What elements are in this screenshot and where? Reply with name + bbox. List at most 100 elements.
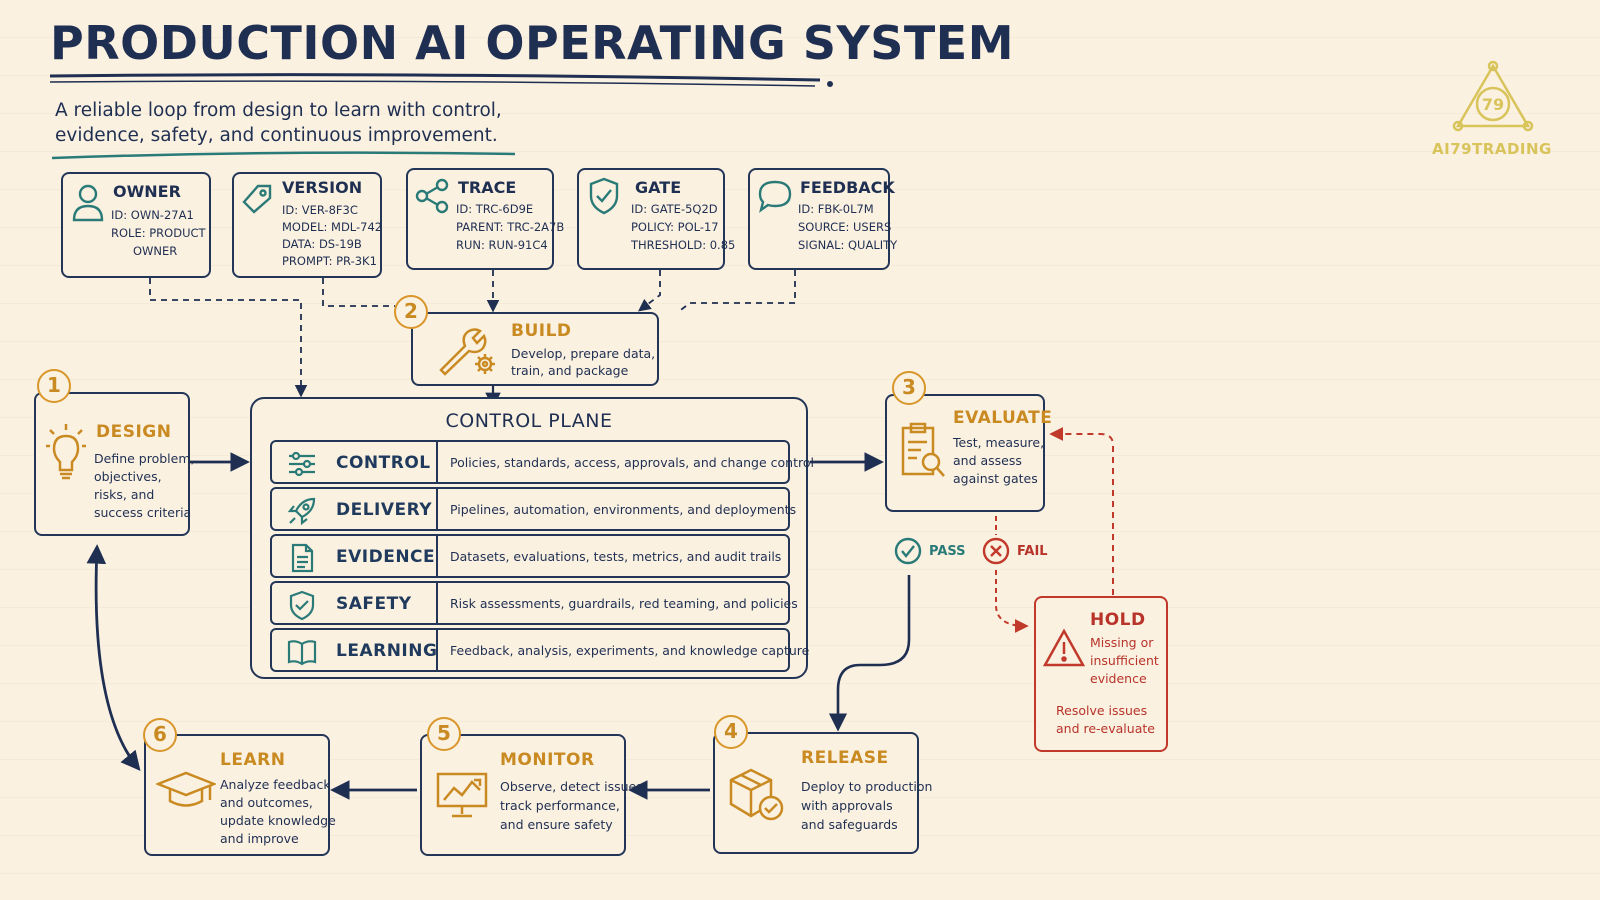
gate-card-line: ID: GATE-5Q2D xyxy=(631,202,718,216)
hold-desc-line: Missing or xyxy=(1090,635,1154,650)
control-plane-row-label: CONTROL xyxy=(336,453,431,473)
feedback-card-line: SOURCE: USERS xyxy=(798,220,892,234)
evaluate-step[interactable]: EVALUATE Test, measure, and assess again… xyxy=(885,394,1052,512)
shield-check-icon xyxy=(289,590,315,621)
clipboard-search-icon xyxy=(901,422,945,477)
learn-desc-line: update knowledge xyxy=(220,813,336,828)
feedback-card-title: FEEDBACK xyxy=(800,178,895,197)
pass-label: PASS xyxy=(929,544,966,559)
release-desc-line: Deploy to production xyxy=(801,779,933,794)
control-plane-row-learning[interactable]: LEARNING Feedback, analysis, experiments… xyxy=(270,628,809,672)
control-plane-row-label: DELIVERY xyxy=(336,500,433,520)
fail-x-icon xyxy=(982,537,1010,565)
monitor-desc-line: and ensure safety xyxy=(500,817,613,832)
design-desc-line: objectives, xyxy=(94,469,162,484)
build-title: BUILD xyxy=(511,321,572,341)
build-step[interactable]: BUILD Develop, prepare data, train, and … xyxy=(411,312,659,386)
trace-card-line: ID: TRC-6D9E xyxy=(456,202,534,216)
owner-card-line: ID: OWN-27A1 xyxy=(111,208,194,222)
graduation-cap-icon xyxy=(156,771,216,807)
step-badge-5: 5 xyxy=(427,717,461,751)
pass-check-icon xyxy=(894,537,922,565)
feedback-card-line: SIGNAL: QUALITY xyxy=(798,238,898,252)
feedback-connector xyxy=(677,270,796,313)
control-plane-row-control[interactable]: CONTROL Policies, standards, access, app… xyxy=(270,440,814,484)
learn-desc-line: and outcomes, xyxy=(220,795,313,810)
version-card-line: DATA: DS-19B xyxy=(282,237,362,251)
release-step[interactable]: RELEASE Deploy to production with approv… xyxy=(713,732,932,854)
control-plane-row-delivery[interactable]: DELIVERY Pipelines, automation, environm… xyxy=(270,487,796,531)
hold-box[interactable]: HOLD Missing or insufficient evidence Re… xyxy=(1034,596,1168,752)
monitor-desc-line: track performance, xyxy=(500,798,620,813)
evaluate-desc-line: against gates xyxy=(953,471,1038,486)
rocket-icon xyxy=(287,497,316,526)
owner-card-title: OWNER xyxy=(113,182,181,201)
monitor-title: MONITOR xyxy=(500,750,595,770)
subtitle-line-2: evidence, safety, and continuous improve… xyxy=(55,125,498,146)
control-plane-row-safety[interactable]: SAFETY Risk assessments, guardrails, red… xyxy=(270,581,798,625)
evaluate-title: EVALUATE xyxy=(953,408,1053,428)
control-plane-row-desc: Risk assessments, guardrails, red teamin… xyxy=(450,596,798,611)
step-badge-3: 3 xyxy=(892,371,926,405)
tag-icon xyxy=(242,184,272,214)
hold-action-line: Resolve issues xyxy=(1056,703,1148,718)
control-plane-row-label: LEARNING xyxy=(336,641,438,661)
package-check-icon xyxy=(729,768,784,821)
hold-desc-line: evidence xyxy=(1090,671,1147,686)
sliders-icon xyxy=(289,451,315,477)
step-badge-2: 2 xyxy=(394,295,428,329)
learn-step[interactable]: LEARN Analyze feedback and outcomes, upd… xyxy=(144,734,336,856)
trace-card-line: PARENT: TRC-2A7B xyxy=(456,220,565,234)
trace-card[interactable]: TRACE ID: TRC-6D9E PARENT: TRC-2A7B RUN:… xyxy=(406,168,564,270)
design-desc-line: risks, and xyxy=(94,487,155,502)
feedback-card-line: ID: FBK-0L7M xyxy=(798,202,874,216)
control-plane-row-desc: Feedback, analysis, experiments, and kno… xyxy=(450,643,810,658)
share-icon xyxy=(415,178,449,214)
step-badge-4: 4 xyxy=(714,715,748,749)
document-icon xyxy=(291,543,314,573)
version-card-line: MODEL: MDL-742 xyxy=(282,220,383,234)
release-title: RELEASE xyxy=(801,748,889,768)
step-badge-6: 6 xyxy=(143,718,177,752)
evaluate-desc-line: Test, measure, xyxy=(953,435,1045,450)
release-desc-line: and safeguards xyxy=(801,817,898,832)
fail-label: FAIL xyxy=(1017,544,1048,559)
shield-check-icon xyxy=(589,177,619,215)
trace-card-title: TRACE xyxy=(458,178,517,197)
monitor-step[interactable]: MONITOR Observe, detect issues, track pe… xyxy=(420,734,647,856)
version-card[interactable]: VERSION ID: VER-8F3C MODEL: MDL-742 DATA… xyxy=(232,172,382,278)
gate-card-title: GATE xyxy=(635,178,682,197)
brand-logo-number: 79 xyxy=(1482,95,1504,114)
release-desc-line: with approvals xyxy=(801,798,893,813)
design-step[interactable]: DESIGN Define problem, objectives, risks… xyxy=(34,392,194,536)
design-desc-line: success criteria xyxy=(94,505,192,520)
page-title: PRODUCTION AI OPERATING SYSTEM xyxy=(50,16,1014,70)
learn-desc-line: Analyze feedback xyxy=(220,777,331,792)
gate-connector xyxy=(637,270,661,312)
step-badge-1: 1 xyxy=(37,369,71,403)
trace-card-line: RUN: RUN-91C4 xyxy=(456,238,548,252)
gate-card[interactable]: GATE ID: GATE-5Q2D POLICY: POL-17 THRESH… xyxy=(577,168,735,270)
feedback-card[interactable]: FEEDBACK ID: FBK-0L7M SOURCE: USERS SIGN… xyxy=(748,168,897,270)
build-desc-line: Develop, prepare data, xyxy=(511,346,656,361)
design-title: DESIGN xyxy=(96,422,172,442)
subtitle-line-1: A reliable loop from design to learn wit… xyxy=(55,100,502,121)
warning-icon xyxy=(1042,628,1086,667)
version-card-line: ID: VER-8F3C xyxy=(282,203,358,217)
control-plane-row-label: EVIDENCE xyxy=(336,547,436,567)
owner-connector xyxy=(149,278,308,398)
monitor-chart-icon xyxy=(436,772,488,818)
owner-card[interactable]: OWNER ID: OWN-27A1 ROLE: PRODUCT OWNER xyxy=(61,172,211,278)
control-plane-row-evidence[interactable]: EVIDENCE Datasets, evaluations, tests, m… xyxy=(270,534,790,578)
lightbulb-icon xyxy=(46,424,86,480)
book-icon xyxy=(287,640,317,666)
owner-card-line: OWNER xyxy=(133,244,178,258)
brand-logo-icon: 79 xyxy=(1452,60,1534,132)
gate-card-line: THRESHOLD: 0.85 xyxy=(631,238,736,252)
person-icon xyxy=(72,184,104,222)
version-card-line: PROMPT: PR-3K1 xyxy=(282,254,377,268)
hold-desc-line: insufficient xyxy=(1090,653,1159,668)
monitor-desc-line: Observe, detect issues, xyxy=(500,779,647,794)
design-desc-line: Define problem, xyxy=(94,451,195,466)
